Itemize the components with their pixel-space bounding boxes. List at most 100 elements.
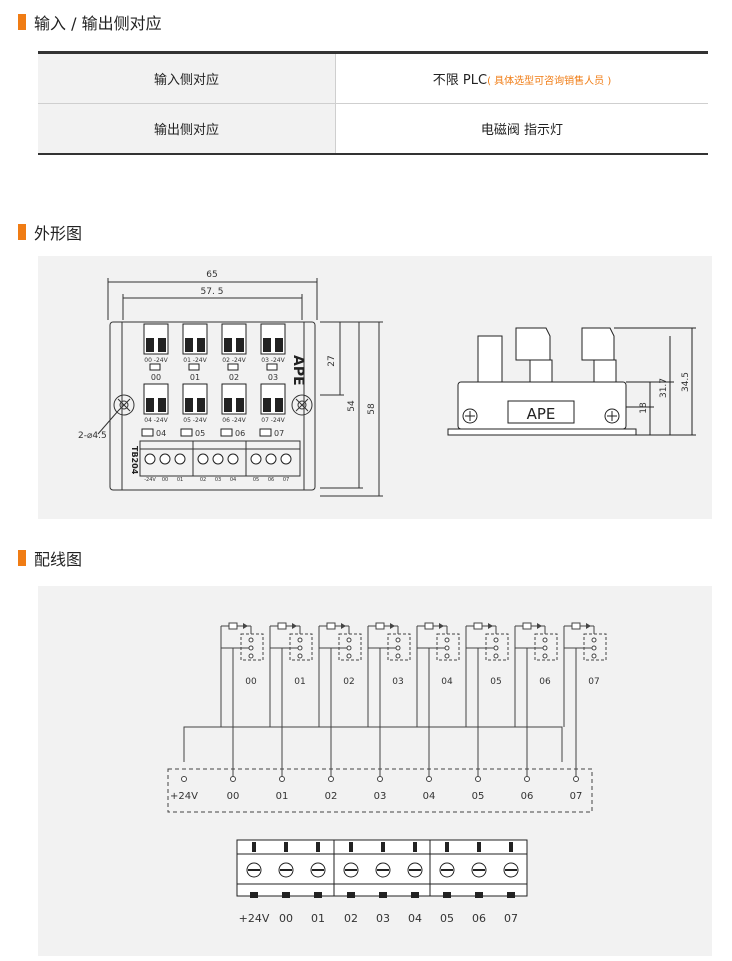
table-row: 输入侧对应 不限 PLC( 具体选型可咨询销售人员 ) [38, 51, 708, 104]
terminal-label: 04 [408, 912, 422, 925]
outline-drawing: 65 57. 5 2-⌀4.5 27 54 58 APE TB204 00 -2… [78, 270, 696, 497]
bus-label: 07 [570, 791, 583, 802]
outline-section-title: 外形图 [34, 224, 83, 243]
dim-pitch-width: 57. 5 [201, 287, 224, 297]
screw-terminal: 04 [407, 842, 423, 925]
bus-label: 04 [423, 791, 436, 802]
terminal-label: 04 [230, 477, 236, 483]
load-channel: 07 [563, 622, 607, 779]
lower-pin-label: 04 -24V [144, 417, 168, 424]
bus-terminal: 07 [570, 776, 583, 802]
screw-terminal: 03 [375, 842, 391, 925]
upper-pin-label: 03 -24V [261, 357, 285, 364]
load-channel: 06 [514, 622, 558, 779]
load-channel: 03 [367, 622, 411, 779]
dim-top-height: 27 [327, 355, 337, 366]
wiring-section-title: 配线图 [34, 550, 83, 569]
terminal-label: 00 [279, 912, 293, 925]
upper-channel-label: 03 [268, 373, 278, 382]
lower-channel-label: 07 [274, 429, 284, 438]
upper-pin-label: 00 -24V [144, 357, 168, 364]
screw-terminal: 05 [439, 842, 455, 925]
channel-label: 06 [539, 677, 551, 687]
bus-terminal: 06 [521, 776, 533, 802]
section-marker-icon [18, 14, 26, 30]
dim-hole: 2-⌀4.5 [78, 431, 107, 441]
load-channel: 02 [318, 622, 362, 779]
lower-channel-label: 06 [235, 429, 245, 438]
terminal-label: 03 [376, 912, 390, 925]
bus-terminal: 03 [374, 776, 387, 802]
terminal-label: 06 [472, 912, 486, 925]
bus-terminal: +24V [170, 776, 198, 802]
wiring-drawing-panel: 00 01 02 03 04 05 06 07 +24V 00 01 02 03 04 05 06 07 +2… [38, 586, 712, 956]
dim-height-low: 18 [639, 402, 649, 414]
terminal-label: -24V [144, 477, 156, 483]
screw-terminal: 02 [343, 842, 359, 925]
channel-label: 03 [392, 677, 403, 687]
terminal-label: 01 [177, 477, 183, 483]
screw-terminal: 06 [471, 842, 487, 925]
bus-terminal: 00 [227, 776, 240, 802]
terminal-label: 02 [344, 912, 358, 925]
io-spec-table: 输入侧对应 不限 PLC( 具体选型可咨询销售人员 ) 输出侧对应 电磁阀 指示… [38, 51, 708, 155]
channel-label: 00 [245, 677, 257, 687]
bus-label: 03 [374, 791, 387, 802]
dim-total-height: 58 [367, 403, 377, 415]
outline-drawing-panel: 65 57. 5 2-⌀4.5 27 54 58 APE TB204 00 -2… [38, 256, 712, 519]
wiring-diagram: 00 01 02 03 04 05 06 07 +24V 00 01 02 03 04 05 06 07 +2… [167, 622, 607, 925]
section-marker-icon [18, 550, 26, 566]
screw-terminal: 01 [310, 842, 326, 925]
bus-label: 02 [325, 791, 338, 802]
lower-pin-label: 05 -24V [183, 417, 207, 424]
lower-channel-label: 04 [156, 429, 166, 438]
dim-height-total: 34.5 [681, 372, 691, 392]
bus-label: +24V [170, 791, 198, 802]
screw-terminal: 00 [278, 842, 294, 925]
channel-label: 01 [294, 677, 305, 687]
upper-channel-label: 02 [229, 373, 239, 382]
load-channel: 05 [465, 622, 509, 779]
bus-terminal: 01 [276, 776, 289, 802]
terminal-label: 07 [283, 477, 289, 483]
bus-terminal: 02 [325, 776, 338, 802]
bus-label: 01 [276, 791, 289, 802]
section-marker-icon [18, 224, 26, 240]
model-label: TB204 [130, 446, 139, 475]
output-side-value: 电磁阀 指示灯 [335, 103, 708, 155]
upper-channel-label: 00 [151, 373, 161, 382]
channel-label: 02 [343, 677, 354, 687]
outline-section-heading: 外形图 [18, 222, 83, 243]
terminal-label: 05 [440, 912, 454, 925]
input-side-value: 不限 PLC( 具体选型可咨询销售人员 ) [335, 51, 708, 104]
input-side-value-text: 不限 PLC [432, 73, 488, 88]
screw-terminal: 07 [503, 842, 519, 925]
upper-pin-label: 02 -24V [222, 357, 246, 364]
io-section-title: 输入 / 输出侧对应 [34, 14, 162, 33]
upper-channel-label: 01 [190, 373, 200, 382]
table-row: 输出侧对应 电磁阀 指示灯 [38, 103, 708, 155]
bus-terminal: 05 [472, 776, 485, 802]
lower-pin-label: 06 -24V [222, 417, 246, 424]
terminal-label: 06 [268, 477, 274, 483]
wiring-section-heading: 配线图 [18, 548, 83, 569]
bus-label: 00 [227, 791, 240, 802]
bus-label: 05 [472, 791, 485, 802]
dim-height-mid: 31.7 [659, 378, 669, 398]
terminal-label: +24V [239, 912, 270, 925]
side-view [447, 327, 637, 436]
load-channel: 00 [220, 622, 264, 779]
channel-label: 07 [588, 677, 599, 687]
channel-label: 04 [441, 677, 453, 687]
screw-terminal: +24V [239, 842, 270, 925]
load-channel: 01 [269, 622, 313, 779]
bus-terminal: 04 [423, 776, 436, 802]
input-side-note: ( 具体选型可咨询销售人员 ) [487, 76, 612, 87]
lower-pin-label: 07 -24V [261, 417, 285, 424]
load-channel: 04 [416, 622, 460, 779]
channel-label: 05 [490, 677, 501, 687]
dim-overall-width: 65 [206, 270, 217, 280]
input-side-label: 输入侧对应 [38, 51, 336, 104]
terminal-label: 00 [162, 477, 168, 483]
output-side-label: 输出侧对应 [38, 103, 336, 155]
